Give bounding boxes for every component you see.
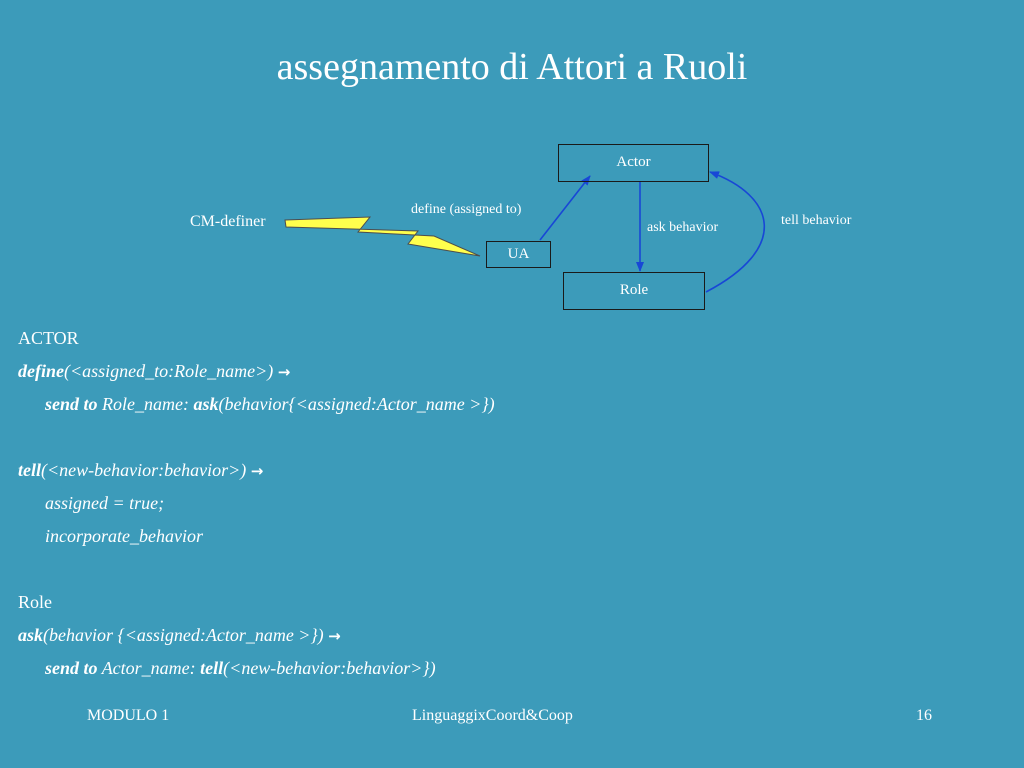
ua-box: UA (486, 241, 551, 268)
slide-title: assegnamento di Attori a Ruoli (276, 46, 748, 88)
role-box-label: Role (619, 282, 649, 298)
tell-keyword: tell (200, 658, 224, 678)
tell-keyword: tell (18, 460, 41, 480)
ask-args: (behavior{<assigned:Actor_name >}) (218, 394, 495, 414)
actor-box: Actor (558, 144, 709, 182)
code-block: ACTOR define(<assigned_to:Role_name>) → … (18, 322, 495, 685)
blank-line (18, 421, 495, 454)
assigned-true-line: assigned = true; (45, 493, 165, 513)
role-name-text: Role_name: (97, 394, 194, 414)
tell-line: tell(<new-behavior:behavior>) → (18, 454, 495, 487)
tell-behavior-label: tell behavior (781, 213, 852, 228)
ask-behavior-label: ask behavior (647, 220, 719, 235)
tell-args: (<new-behavior:behavior>) (41, 460, 247, 480)
send-to-keyword: send to (45, 394, 98, 414)
define-args: (<assigned_to:Role_name>) (63, 361, 274, 381)
define-keyword: define (18, 361, 64, 381)
role-box: Role (563, 272, 705, 310)
footer-center: LinguaggixCoord&Coop (412, 707, 573, 724)
ask-keyword: ask (193, 394, 219, 414)
actor-heading: ACTOR (18, 328, 79, 348)
actor-name-text: Actor_name: (97, 658, 201, 678)
send-ask-line: send to Role_name: ask(behavior{<assigne… (18, 388, 495, 421)
cm-definer-label: CM-definer (190, 213, 266, 230)
right-arrow-icon: → (277, 363, 291, 381)
incorporate-line: incorporate_behavior (45, 526, 203, 546)
ua-box-label: UA (507, 246, 530, 262)
send-tell-line: send to Actor_name: tell(<new-behavior:b… (18, 652, 495, 685)
define-arrow (539, 175, 591, 241)
define-label: define (assigned to) (411, 202, 522, 217)
send-to-keyword: send to (45, 658, 98, 678)
page-number: 16 (916, 707, 932, 724)
ask-line: ask(behavior {<assigned:Actor_name >}) → (18, 619, 495, 652)
role-heading: Role (18, 592, 52, 612)
actor-box-label: Actor (616, 154, 651, 170)
blank-line (18, 553, 495, 586)
right-arrow-icon: → (250, 462, 264, 480)
footer-left: MODULO 1 (87, 707, 170, 724)
ask-args-2: (behavior {<assigned:Actor_name >}) (43, 625, 324, 645)
ask-keyword: ask (18, 625, 44, 645)
tell-args-2: (<new-behavior:behavior>}) (223, 658, 436, 678)
tell-behavior-arrow (705, 171, 766, 293)
right-arrow-icon: → (328, 627, 341, 645)
lightning-bolt-icon (284, 216, 481, 257)
define-line: define(<assigned_to:Role_name>) → (18, 355, 495, 388)
